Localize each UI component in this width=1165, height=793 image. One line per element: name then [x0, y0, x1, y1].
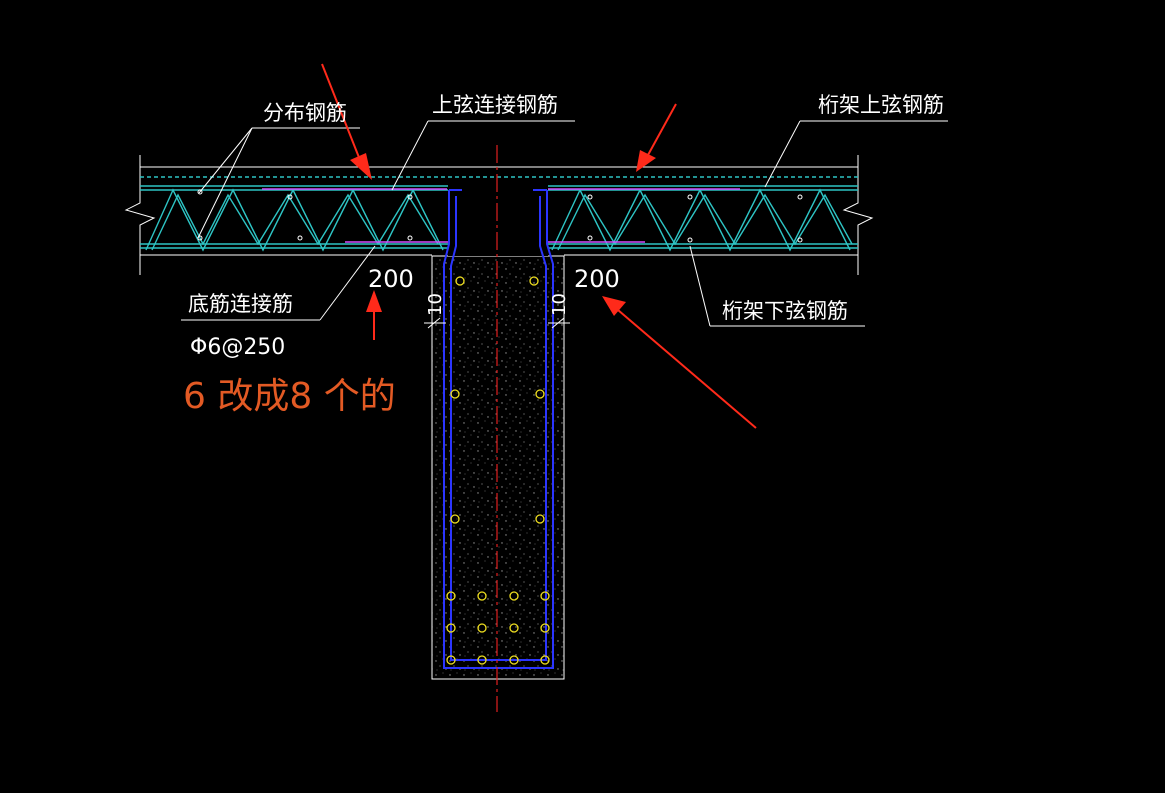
label-truss-bottom-chord-rebar: 桁架下弦钢筋 — [722, 299, 848, 323]
arrow-left-dim-head — [366, 290, 382, 312]
label-truss-top-chord-rebar: 桁架上弦钢筋 — [818, 93, 944, 117]
truss-web — [145, 188, 853, 252]
revision-note: 6 改成8 个的 — [183, 376, 396, 417]
label-top-chord-connection-rebar: 上弦连接钢筋 — [432, 93, 558, 117]
arrow-top-right-head — [636, 150, 656, 172]
dim-right-cover: 10 — [549, 293, 570, 316]
label-bottom-connection-rebar: 底筋连接筋 — [188, 292, 293, 316]
arrow-right-dim-head — [602, 296, 626, 316]
dim-left-lap: 200 — [368, 265, 414, 293]
dimension-ticks — [424, 317, 570, 329]
truss-chords — [140, 176, 858, 249]
beam-stirrups — [443, 189, 554, 669]
slab-outline — [124, 155, 874, 275]
label-rebar-spec: Φ6@250 — [190, 335, 285, 360]
arrow-right-dim-shaft — [617, 309, 757, 429]
arrow-top-right-shaft — [647, 103, 677, 156]
arrow-top-left-head — [350, 153, 372, 180]
arrow-top-left-shaft — [321, 63, 361, 161]
dim-right-lap: 200 — [574, 265, 620, 293]
beam-concrete — [431, 255, 565, 680]
label-distribution-rebar: 分布钢筋 — [263, 101, 347, 125]
beam-bars — [446, 276, 550, 665]
annotation-arrows — [321, 63, 757, 429]
leader-lines — [181, 120, 948, 327]
beam-top-zone — [448, 186, 548, 256]
dim-left-cover: 10 — [425, 293, 446, 316]
slab-bar-dots — [197, 189, 803, 243]
